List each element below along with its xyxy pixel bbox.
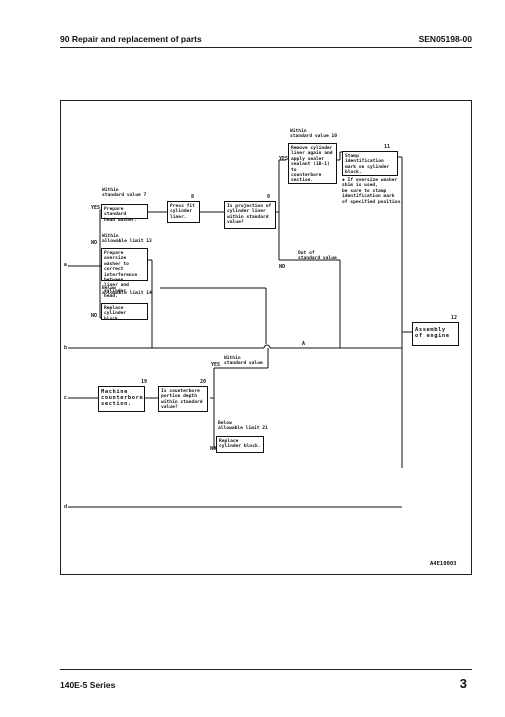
- label-below-allowable-21: Below allowable limit 21: [218, 421, 268, 432]
- inlet-a: a: [64, 262, 67, 268]
- step-number-20: 20: [200, 379, 207, 385]
- step-number-19: 19: [141, 379, 148, 385]
- inlet-b: b: [64, 345, 68, 351]
- no-label-9: NO: [279, 264, 286, 270]
- inlet-c: c: [64, 395, 67, 401]
- box-liner-projection-question: Is projection of cylinder liner within s…: [224, 201, 276, 229]
- step-number-8: 8: [191, 194, 195, 200]
- note-text: If oversize washer shim is used, be sure…: [342, 178, 403, 205]
- box-prepare-standard-washer: Prepare standard head washer.: [101, 204, 148, 223]
- flowchart-panel: [60, 100, 472, 575]
- yes-label-20: YES: [211, 362, 221, 368]
- section-title: 90 Repair and replacement of parts: [60, 34, 202, 44]
- no-label-14: NO: [91, 313, 98, 319]
- note-oversize-washer: ◆ If oversize washer shim is used, be su…: [342, 178, 403, 205]
- label-within-standard-7: Within standard value 7: [102, 188, 147, 199]
- step-number-9: 9: [267, 194, 271, 200]
- series-name: 140E-5 Series: [60, 680, 116, 690]
- figure-code: A4E10003: [430, 561, 457, 567]
- no-label-21: NO: [210, 446, 217, 452]
- yes-label-10: YES: [279, 156, 289, 162]
- box-press-fit-liner: Press fit cylinder liner.: [167, 201, 200, 223]
- no-label-13: NO: [91, 240, 98, 246]
- box-machine-counterbore: Machine counterbore section.: [98, 386, 145, 412]
- box-assembly-of-engine: Assembly of engine: [412, 322, 459, 346]
- box-remove-liner-apply-sealer: Remove cylinder liner again and apply se…: [288, 143, 337, 184]
- label-below-allowable-14: Below allowable limit 14: [102, 286, 152, 297]
- document-id: SEN05198-00: [418, 34, 472, 44]
- box-stamp-identification-mark: Stamp identification mark on cylinder bl…: [342, 151, 398, 176]
- label-within-standard-10: Within standard value 10: [290, 129, 338, 140]
- yes-label-7: YES: [91, 205, 101, 211]
- step-number-11: 11: [384, 144, 391, 150]
- page-number: 3: [459, 676, 467, 691]
- box-replace-cylinder-block-14: Replace cylinder block.: [101, 303, 148, 322]
- warning-bullet-icon: ◆: [342, 178, 348, 183]
- label-within-allowable-13: Within allowable limit 13: [102, 234, 152, 245]
- box-replace-cylinder-block-21: Replace cylinder block.: [216, 436, 264, 453]
- header-rule: [60, 47, 472, 48]
- box-counterbore-depth-question: Is counterbore portion depth within stan…: [158, 386, 208, 412]
- flowchart-connectors: [68, 151, 412, 508]
- label-within-standard-20: Within standard value: [224, 356, 263, 367]
- box-prepare-oversize-washer: Prepare oversize washer to correct inter…: [101, 248, 148, 299]
- inlet-d: d: [64, 504, 68, 510]
- footer-rule: [60, 669, 472, 670]
- step-number-12: 12: [451, 315, 458, 321]
- label-out-of-standard: Out of standard value: [298, 251, 337, 262]
- connector-a-label: A: [302, 341, 306, 347]
